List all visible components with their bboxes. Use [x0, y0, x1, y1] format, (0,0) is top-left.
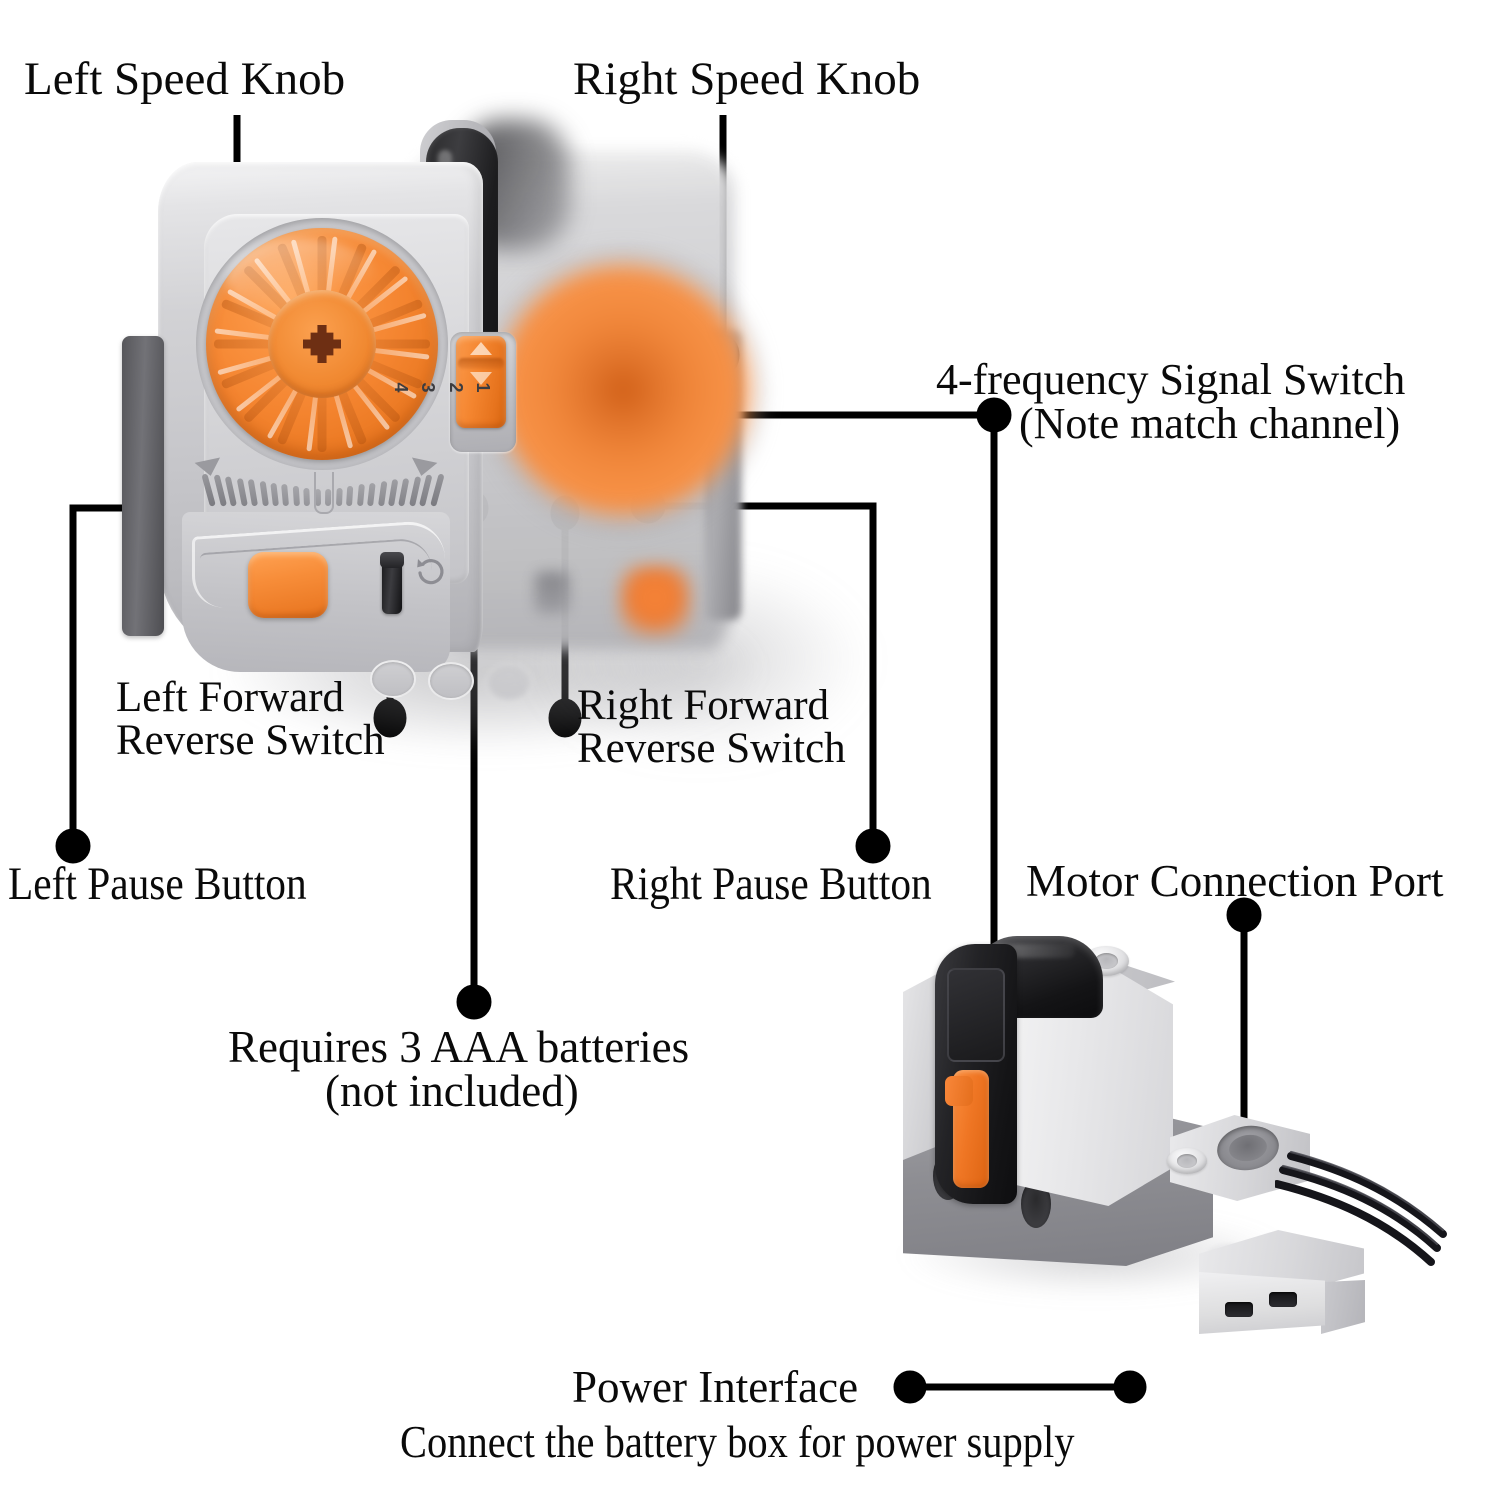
channel-down-arrow-icon	[470, 372, 492, 385]
scale-tick	[346, 485, 354, 507]
scale-tick	[259, 480, 269, 507]
left-speed-knob-gloss	[226, 238, 376, 318]
label-four-frequency-line2: (Note match channel)	[1019, 399, 1401, 448]
left-forward-reverse-switch-cap[interactable]	[380, 552, 404, 568]
four-frequency-switch-notch	[458, 358, 504, 369]
plug-side-face	[1321, 1280, 1365, 1334]
remote-bottom-circle-3	[486, 664, 532, 702]
remote-bottom-circle-1	[370, 660, 416, 698]
label-right-speed-knob: Right Speed Knob	[573, 53, 921, 105]
receiver-channel-slider-tab[interactable]	[945, 1076, 973, 1106]
label-left-forward-reverse-line1: Left Forward	[116, 674, 345, 721]
label-power-interface: Power Interface	[572, 1362, 859, 1412]
scale-tick	[292, 485, 300, 507]
reset-loop-icon	[417, 559, 444, 585]
dot-power-interface-target	[1113, 1370, 1147, 1404]
channel-number-2: 2	[445, 382, 466, 394]
scale-tick	[377, 480, 387, 507]
scale-tick	[356, 484, 365, 507]
label-right-forward-reverse-line1: Right Forward	[577, 682, 830, 729]
scale-tick	[224, 476, 238, 507]
scale-tick	[367, 482, 376, 507]
motor-connection-port-inner	[1227, 1132, 1269, 1164]
label-battery-note-line2: (not included)	[325, 1066, 579, 1116]
receiver-stud-3-hole	[1177, 1154, 1197, 1168]
label-battery-note-line1: Requires 3 AAA batteries	[228, 1022, 690, 1072]
scale-tick	[303, 487, 311, 507]
power-cable	[1275, 1150, 1447, 1266]
label-left-speed-knob: Left Speed Knob	[24, 53, 346, 105]
scale-tick	[335, 487, 343, 507]
receiver-stud-3	[1167, 1148, 1207, 1174]
left-forward-reverse-switch[interactable]	[382, 556, 402, 614]
scale-tick	[387, 479, 399, 507]
label-four-frequency-line1: 4-frequency Signal Switch	[936, 355, 1406, 404]
channel-number-1: 1	[473, 382, 493, 394]
left-pause-button[interactable]	[248, 552, 328, 618]
dot-right-pause-label	[855, 828, 891, 864]
dot-power-interface-label	[893, 1370, 927, 1404]
label-right-pause-button: Right Pause Button	[610, 858, 932, 910]
scale-tick	[281, 484, 290, 507]
scale-tick	[398, 477, 410, 507]
receiver-ir-window	[947, 968, 1005, 1062]
channel-number-4: 4	[391, 382, 412, 394]
plug-contact-slot-2	[1269, 1292, 1297, 1307]
right-forward-reverse-switch[interactable]	[535, 572, 569, 614]
power-interface-plug[interactable]	[1195, 1230, 1375, 1340]
label-right-forward-reverse-line2: Reverse Switch	[577, 725, 846, 772]
receiver-illustration	[895, 930, 1447, 1334]
channel-up-arrow-icon	[470, 342, 492, 355]
right-speed-knob[interactable]	[498, 265, 748, 515]
label-left-pause-button: Left Pause Button	[8, 858, 307, 910]
remote-grip-left	[122, 336, 164, 636]
right-pause-button[interactable]	[619, 565, 691, 637]
dot-four-frequency-label	[976, 397, 1012, 433]
label-power-interface-note: Connect the battery box for power supply	[400, 1416, 1075, 1467]
dot-left-pause-label	[55, 828, 91, 864]
plug-contact-slot-1	[1225, 1302, 1253, 1317]
scale-tick	[270, 482, 279, 507]
scale-center-mark	[314, 472, 334, 514]
dot-battery-label	[456, 984, 492, 1020]
channel-number-3: 3	[418, 382, 439, 394]
label-left-forward-reverse-line2: Reverse Switch	[116, 717, 385, 764]
scale-tick	[247, 479, 258, 507]
scale-tick	[236, 477, 248, 507]
remote-bottom-circle-2	[428, 662, 474, 700]
label-motor-connection-port: Motor Connection Port	[1026, 856, 1444, 906]
plug-front-face	[1199, 1272, 1325, 1334]
